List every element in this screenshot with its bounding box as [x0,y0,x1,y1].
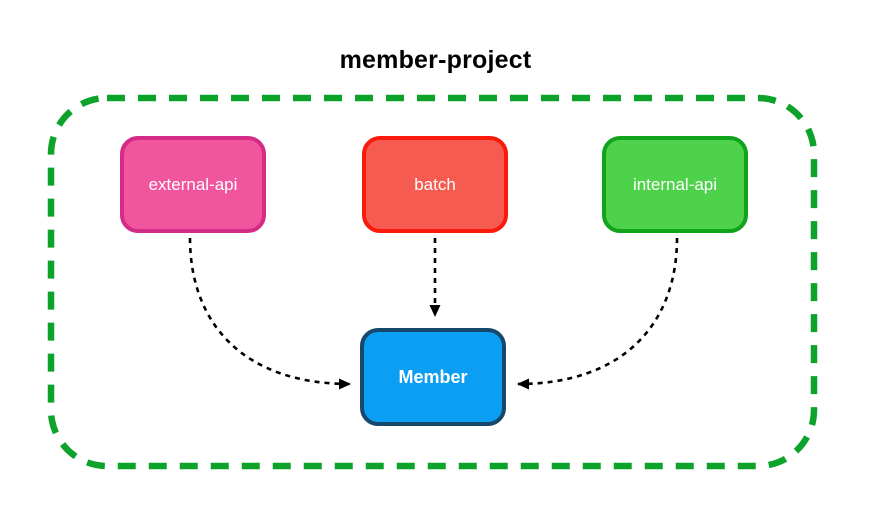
node-internal-api: internal-api [602,136,748,233]
node-member: Member [360,328,506,426]
node-external-api-label: external-api [148,174,238,194]
edge-internal-api-to-member [517,237,679,390]
node-member-label: Member [398,366,468,387]
node-batch-label: batch [414,174,456,194]
node-internal-api-label: internal-api [632,174,718,194]
node-external-api: external-api [120,136,266,233]
diagram-title: member-project [339,46,532,74]
edge-external-api-to-member [188,237,351,390]
node-batch: batch [362,136,508,233]
group-boundary [47,94,818,470]
